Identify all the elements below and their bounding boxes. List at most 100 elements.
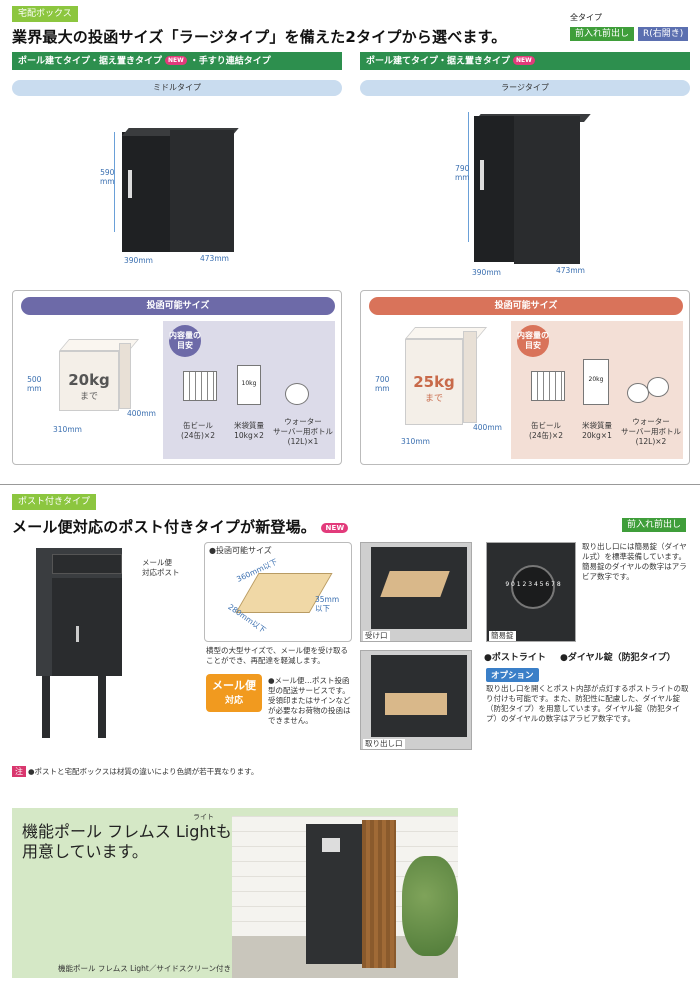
dim-height-value: 590 bbox=[100, 168, 115, 177]
all-type-label: 全タイプ bbox=[570, 13, 602, 22]
mail-post-callout: メール便 対応ポスト bbox=[142, 558, 180, 577]
post-box-illustration bbox=[36, 548, 130, 738]
dial-lock-icon bbox=[511, 565, 555, 609]
capacity-depth: 400mm bbox=[473, 423, 502, 432]
capacity-box-side bbox=[119, 343, 131, 409]
rice-bag-label: 10kg bbox=[241, 380, 257, 387]
middle-box-illustration bbox=[100, 110, 280, 280]
capacity-box-side bbox=[463, 331, 477, 423]
feature-dial: ●ダイヤル錠（防犯タイプ） bbox=[560, 653, 676, 663]
post-leg bbox=[98, 676, 106, 738]
item-beer-caption: 缶ビール (24缶)×2 bbox=[181, 421, 215, 440]
section-tag-delivery-box: 宅配ボックス bbox=[12, 6, 78, 22]
item-rice-caption: 米袋質量 20kg×1 bbox=[582, 421, 612, 440]
mail-service-note: ●メール便…ポスト投函型の配送サービスです。受領印またはサインなどが必要なお荷物… bbox=[268, 676, 351, 725]
rice-bag-icon: 20kg bbox=[583, 359, 609, 405]
capacity-panel-title: 投函可能サイズ bbox=[369, 297, 683, 315]
note-mark: 注 bbox=[12, 766, 26, 777]
photo-outlet-caption: 取り出し口 bbox=[363, 739, 405, 749]
photo-outlet: 取り出し口 bbox=[360, 650, 472, 750]
guide-badge: 内容量の目安 bbox=[169, 325, 201, 357]
variant-pill-middle: ミドルタイプ bbox=[12, 80, 342, 96]
lock-note: 取り出し口には簡易錠（ダイヤル式）を標準装備しています。簡易錠のダイヤルの数字は… bbox=[582, 542, 687, 581]
box-handle bbox=[480, 160, 484, 190]
guide-badge: 内容量の目安 bbox=[517, 325, 549, 357]
post-size-title: ●投函可能サイズ bbox=[209, 546, 272, 555]
badge-front-in-front-out: 前入れ前出し bbox=[570, 27, 635, 41]
photo-inlet-caption: 受け口 bbox=[363, 631, 390, 641]
promo-caption: 機能ポール フレムス Light／サイドスクリーン付き bbox=[58, 964, 231, 973]
headline-post: メール便対応のポスト付きタイプが新登場。 NEW bbox=[12, 516, 349, 537]
water-bottle-icon bbox=[627, 383, 649, 403]
item-water-caption: ウォーター サーバー用ボトル (12L)×1 bbox=[273, 417, 333, 446]
capacity-weight: 25kg bbox=[413, 373, 455, 391]
variant-pill-large: ラージタイプ bbox=[360, 80, 690, 96]
item-beer-caption: 缶ビール (24缶)×2 bbox=[529, 421, 563, 440]
dim-depth: 473mm bbox=[556, 266, 585, 275]
capacity-weight-sub: まで bbox=[79, 392, 98, 402]
env-thickness: 35mm 以下 bbox=[315, 595, 340, 613]
photo-lock-caption: 簡易錠 bbox=[489, 631, 516, 641]
option-label: オプション bbox=[486, 668, 539, 682]
box-front bbox=[170, 130, 234, 252]
dim-height-unit: mm bbox=[455, 173, 470, 182]
cap-height-value: 500 bbox=[27, 375, 42, 384]
promo-line-2: 用意しています。 bbox=[22, 842, 148, 861]
wood-side-screen bbox=[362, 820, 396, 968]
plant bbox=[402, 856, 458, 956]
rice-bag-icon: 10kg bbox=[237, 365, 261, 405]
new-badge: NEW bbox=[165, 56, 187, 65]
post-front bbox=[52, 578, 122, 676]
dial-digits: 9 0 1 2 3 4 5 6 7 8 bbox=[505, 581, 561, 588]
headline-post-text: メール便対応のポスト付きタイプが新登場。 bbox=[12, 518, 317, 536]
envelope-shape bbox=[380, 571, 450, 597]
note-text: ●ポストと宅配ボックスは材質の違いにより色調が若干異なります。 bbox=[28, 767, 259, 776]
capacity-box-front bbox=[59, 351, 119, 411]
post-leg bbox=[42, 676, 50, 738]
dim-depth: 473mm bbox=[200, 254, 229, 263]
dim-width: 390mm bbox=[124, 256, 153, 265]
capacity-depth: 400mm bbox=[127, 409, 156, 418]
option-note: 取り出し口を開くとポスト内部が点灯するポストライトの取り付けも可能です。また、防… bbox=[486, 684, 689, 723]
photo-inlet: 受け口 bbox=[360, 542, 472, 642]
section-tag-post: ポスト付きタイプ bbox=[12, 494, 97, 510]
dim-height-line bbox=[468, 112, 469, 242]
cap-height-unit: mm bbox=[375, 384, 390, 393]
post-size-panel: ●投函可能サイズ 360mm以下 280mm以下 35mm 以下 bbox=[204, 542, 352, 642]
beer-cans-icon bbox=[183, 371, 217, 401]
type-bar-label-a: ポール建てタイプ・据え置きタイプ bbox=[18, 56, 163, 67]
post-sign bbox=[322, 838, 340, 852]
type-bar-label-a: ポール建てタイプ・据え置きタイプ bbox=[366, 56, 511, 67]
mail-badge-top: メール便 bbox=[212, 679, 256, 692]
dim-height-value: 790 bbox=[455, 164, 470, 173]
mail-slot bbox=[52, 554, 122, 574]
water-bottle-icon bbox=[647, 377, 669, 397]
feature-light: ●ポストライト bbox=[484, 653, 546, 663]
dim-height-line bbox=[114, 132, 115, 232]
headline-delivery-box: 業界最大の投函サイズ「ラージタイプ」を備えた2タイプから選べます。 bbox=[12, 28, 507, 46]
capacity-weight-sub: まで bbox=[424, 394, 443, 404]
section-divider bbox=[0, 484, 700, 485]
capacity-width: 310mm bbox=[53, 425, 82, 434]
dim-width: 390mm bbox=[472, 268, 501, 277]
promo-photo bbox=[232, 816, 458, 978]
capacity-box-front bbox=[405, 339, 463, 425]
item-water-caption: ウォーター サーバー用ボトル (12L)×2 bbox=[621, 417, 681, 446]
beer-cans-icon bbox=[531, 371, 565, 401]
new-badge: NEW bbox=[321, 522, 349, 533]
mail-badge-bottom: 対応 bbox=[224, 696, 243, 706]
cap-height-value: 700 bbox=[375, 375, 390, 384]
envelope-shape bbox=[385, 693, 447, 715]
capacity-weight: 20kg bbox=[68, 371, 110, 389]
mail-service-badge: メール便 対応 bbox=[206, 674, 262, 712]
badge-front-in-front-out: 前入れ前出し bbox=[622, 518, 687, 532]
badge-right-open: R(右開き) bbox=[638, 27, 689, 41]
